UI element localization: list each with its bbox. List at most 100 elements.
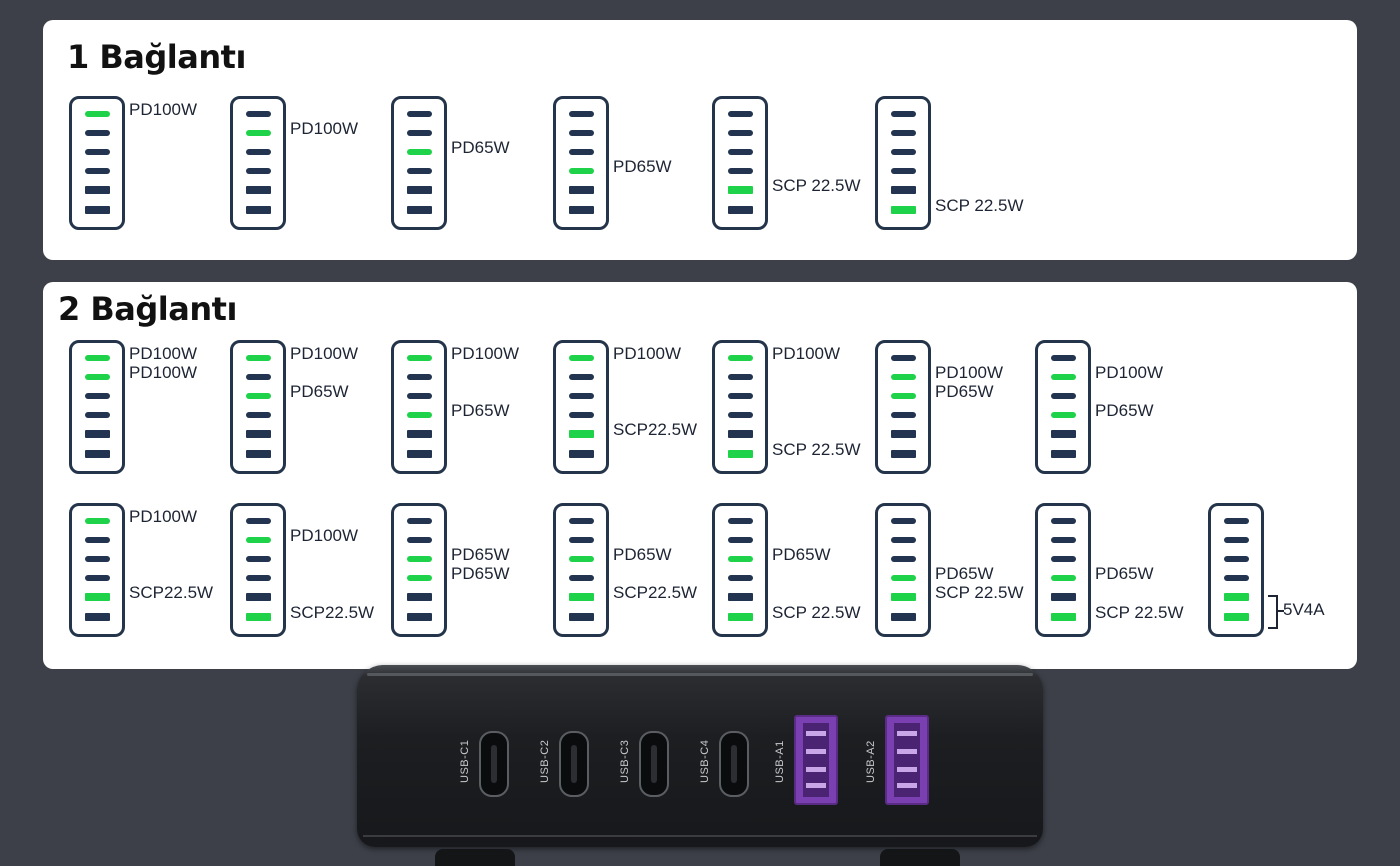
port-indicator bbox=[569, 412, 594, 418]
port-label: USB-C4 bbox=[699, 739, 711, 783]
output-label: PD65W bbox=[451, 545, 510, 564]
port-diagram bbox=[875, 96, 931, 230]
usb-c-socket-icon bbox=[719, 731, 749, 797]
active-port-indicator bbox=[728, 556, 753, 562]
active-port-indicator bbox=[891, 206, 916, 214]
port-diagram bbox=[553, 96, 609, 230]
port-indicator bbox=[85, 537, 110, 543]
output-label: SCP22.5W bbox=[129, 583, 214, 602]
active-port-indicator bbox=[728, 613, 753, 621]
port-diagram bbox=[230, 340, 286, 474]
active-port-indicator bbox=[891, 575, 916, 581]
port-diagram bbox=[712, 96, 768, 230]
port-indicator bbox=[407, 111, 432, 117]
charger-outline bbox=[712, 503, 768, 637]
port-indicator bbox=[569, 206, 594, 214]
port-indicator bbox=[1051, 450, 1076, 458]
port-indicator bbox=[407, 537, 432, 543]
active-port-indicator bbox=[1224, 613, 1249, 621]
port-indicator bbox=[246, 412, 271, 418]
port-indicator bbox=[569, 374, 594, 380]
port-indicator bbox=[569, 450, 594, 458]
port-indicator bbox=[407, 593, 432, 601]
port-indicator bbox=[85, 412, 110, 418]
active-port-indicator bbox=[728, 355, 753, 361]
port-indicator bbox=[1224, 575, 1249, 581]
port-indicator bbox=[569, 186, 594, 194]
port-diagram bbox=[391, 96, 447, 230]
port-indicator bbox=[569, 518, 594, 524]
brace-icon bbox=[1268, 595, 1284, 629]
port-indicator bbox=[569, 613, 594, 621]
active-port-indicator bbox=[569, 593, 594, 601]
active-port-indicator bbox=[728, 450, 753, 458]
port-label: USB-A2 bbox=[865, 740, 877, 783]
port-indicator bbox=[407, 206, 432, 214]
port-indicator bbox=[246, 168, 271, 174]
output-label: PD65W bbox=[613, 545, 672, 564]
output-label: 5V4A bbox=[1283, 600, 1325, 619]
charger-outline bbox=[69, 340, 125, 474]
port-indicator bbox=[85, 575, 110, 581]
port-diagram bbox=[1035, 503, 1091, 637]
port-indicator bbox=[891, 613, 916, 621]
port-diagram bbox=[553, 503, 609, 637]
port-indicator bbox=[891, 518, 916, 524]
charger-outline bbox=[553, 340, 609, 474]
output-label: PD100W bbox=[772, 344, 841, 363]
port-indicator bbox=[85, 130, 110, 136]
output-label: PD100W bbox=[129, 363, 198, 382]
active-port-indicator bbox=[246, 130, 271, 136]
output-label: PD65W bbox=[451, 564, 510, 583]
port-indicator bbox=[569, 537, 594, 543]
active-port-indicator bbox=[246, 355, 271, 361]
port-indicator bbox=[891, 355, 916, 361]
charger-outline bbox=[553, 96, 609, 230]
port-diagram bbox=[553, 340, 609, 474]
output-label: PD100W bbox=[129, 507, 198, 526]
port-indicator bbox=[891, 168, 916, 174]
charger-outline bbox=[230, 503, 286, 637]
usb-a-socket-icon bbox=[794, 715, 838, 805]
charger-outline bbox=[391, 340, 447, 474]
active-port-indicator bbox=[569, 355, 594, 361]
port-indicator bbox=[1051, 537, 1076, 543]
port-diagram bbox=[69, 340, 125, 474]
port-indicator bbox=[891, 450, 916, 458]
port-indicator bbox=[891, 149, 916, 155]
output-label: PD100W bbox=[129, 100, 198, 119]
port-indicator bbox=[246, 374, 271, 380]
output-label: SCP 22.5W bbox=[772, 176, 861, 195]
port-indicator bbox=[85, 168, 110, 174]
port-indicator bbox=[246, 518, 271, 524]
port-indicator bbox=[728, 537, 753, 543]
output-label: PD100W bbox=[935, 363, 1004, 382]
port-indicator bbox=[569, 575, 594, 581]
active-port-indicator bbox=[246, 613, 271, 621]
charger-outline bbox=[1035, 503, 1091, 637]
output-label: PD65W bbox=[1095, 564, 1154, 583]
port-indicator bbox=[407, 613, 432, 621]
charger-outline bbox=[712, 96, 768, 230]
port-indicator bbox=[1051, 355, 1076, 361]
charger-outline bbox=[1208, 503, 1264, 637]
port-indicator bbox=[246, 593, 271, 601]
port-indicator bbox=[85, 450, 110, 458]
port-diagram bbox=[875, 340, 931, 474]
output-label: PD65W bbox=[613, 157, 672, 176]
port-indicator bbox=[246, 556, 271, 562]
port-indicator bbox=[1051, 430, 1076, 438]
port-indicator bbox=[1224, 556, 1249, 562]
output-label: PD100W bbox=[290, 119, 359, 138]
port-indicator bbox=[246, 450, 271, 458]
active-port-indicator bbox=[85, 518, 110, 524]
output-label: PD65W bbox=[290, 382, 349, 401]
port-diagram bbox=[391, 503, 447, 637]
section-title: 2 Bağlantı bbox=[58, 290, 237, 328]
port-indicator bbox=[407, 518, 432, 524]
port-indicator bbox=[85, 206, 110, 214]
active-port-indicator bbox=[891, 374, 916, 380]
port-indicator bbox=[728, 412, 753, 418]
port-indicator bbox=[85, 613, 110, 621]
